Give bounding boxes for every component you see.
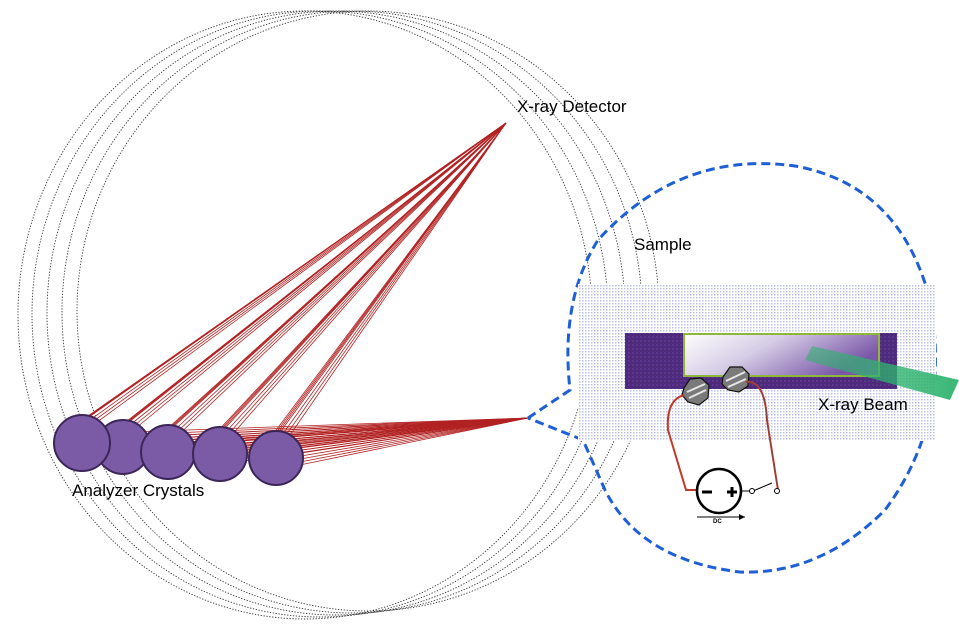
ray-to-detector xyxy=(176,122,507,437)
ray-to-detector xyxy=(90,122,507,427)
sample-inset xyxy=(578,284,959,441)
ray-to-detector xyxy=(122,122,507,428)
ray-to-detector xyxy=(275,122,507,438)
dc-label: DC xyxy=(713,519,722,525)
sample-label: Sample xyxy=(634,235,692,254)
circuit-wires xyxy=(666,380,779,491)
contact-screw-icon xyxy=(681,377,710,406)
ray-from-sample xyxy=(294,417,529,458)
ray-to-detector xyxy=(84,122,507,424)
zoom-outline xyxy=(527,162,937,574)
switch-icon xyxy=(741,482,780,494)
analyzer-crystal xyxy=(53,414,111,472)
wire-left xyxy=(666,394,697,491)
ray-from-sample xyxy=(294,417,529,455)
ray-from-sample xyxy=(294,417,529,464)
ray-to-detector xyxy=(87,122,507,426)
ray-paths xyxy=(72,122,529,467)
ray-to-detector xyxy=(131,122,507,432)
ray-to-detector xyxy=(125,122,507,429)
ray-to-detector xyxy=(228,122,507,439)
ray-to-detector xyxy=(284,122,507,443)
ray-from-sample xyxy=(294,417,529,449)
ray-to-detector xyxy=(278,122,507,440)
x-ray-detector-label: X-ray Detector xyxy=(517,97,627,116)
ray-to-detector xyxy=(81,122,507,423)
ray-from-sample xyxy=(294,417,529,467)
analyzer-crystals-label: Analyzer Crystals xyxy=(72,481,205,500)
analyzer-crystal xyxy=(248,430,304,486)
ray-to-detector xyxy=(167,122,507,433)
ray-to-detector xyxy=(225,122,507,438)
x-ray-beam xyxy=(805,346,959,400)
rowland-circle xyxy=(17,10,593,620)
wire-right-outline xyxy=(745,381,779,491)
ray-from-sample xyxy=(294,417,529,461)
analyzer-crystal xyxy=(192,426,248,482)
ray-from-sample xyxy=(186,417,529,443)
ray-from-sample xyxy=(294,417,529,452)
contact-screw-icon xyxy=(721,366,750,393)
analyzer-crystal xyxy=(140,424,196,480)
ray-to-detector xyxy=(173,122,507,436)
ray-to-detector xyxy=(170,122,507,434)
ray-to-detector xyxy=(219,122,507,435)
ray-to-detector xyxy=(128,122,507,431)
ray-to-detector xyxy=(222,122,507,436)
ray-to-detector xyxy=(281,122,507,441)
x-ray-beam-label: X-ray Beam xyxy=(818,395,908,414)
analyzer-crystals xyxy=(53,414,304,486)
dc-voltage-source-icon: DC xyxy=(695,467,745,525)
